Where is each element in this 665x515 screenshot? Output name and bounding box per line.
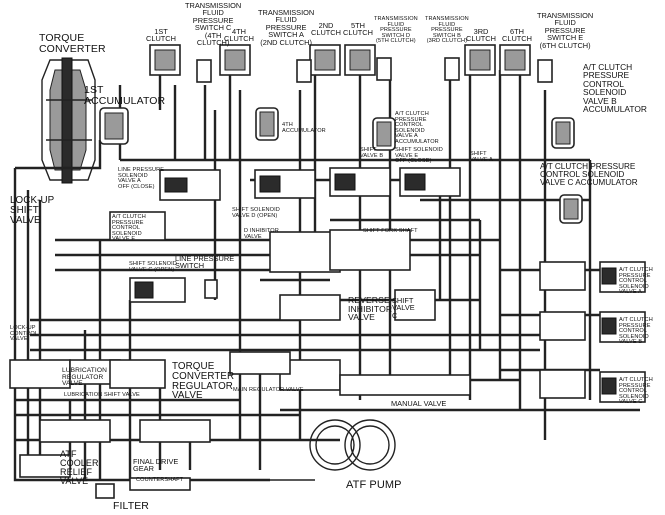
- label-shift-fork-shaft: SHIFT FORK SHAFT: [363, 228, 418, 234]
- label-tfp-switch-e: TRANSMISSION FLUID PRESSURE SWITCH E (6T…: [537, 11, 594, 50]
- label-at-clutch-pcs-ctrl-a: A/T CLUTCH PRESSURE CONTROL SOLENOID VAL…: [619, 267, 653, 296]
- label-1st-accumulator: 1ST ACCUMULATOR: [84, 84, 166, 107]
- label-reverse-inhibitor: REVERSE INHIBITOR VALVE: [348, 295, 393, 323]
- label-tfp-switch-c: TRANSMISSION FLUID PRESSURE SWITCH C (4T…: [185, 1, 242, 48]
- label-atf-pump: ATF PUMP: [346, 479, 402, 491]
- label-shift-sol-d-open: SHIFT SOLENOID VALVE D (OPEN): [232, 207, 280, 219]
- label-shift-solenoid-off-close: SHIFT SOLENOID VALVE E OFF (CLOSE): [395, 147, 443, 165]
- label-at-clutch-pcs-e: A/T CLUTCH PRESSURE CONTROL SOLENOID VAL…: [112, 214, 146, 243]
- label-1st-clutch: 1ST CLUTCH: [146, 27, 176, 44]
- label-torque-converter: TORQUE CONVERTER: [39, 32, 106, 55]
- label-3rd-clutch: 3RD CLUTCH: [466, 27, 496, 44]
- label-at-clutch-pcs-ctrl-c: A/T CLUTCH PRESSURE CONTROL SOLENOID VAL…: [619, 377, 653, 406]
- label-lock-up-shift-valve: LOCK-UP SHIFT VALVE: [10, 195, 55, 226]
- label-atf-cooler-relief: ATF COOLER RELIEF VALVE: [60, 449, 99, 486]
- label-tfp-switch-b: TRANSMISSION FLUID PRESSURE SWITCH B (3R…: [425, 16, 469, 45]
- label-tfp-switch-a: TRANSMISSION FLUID PRESSURE SWITCH A (2N…: [258, 8, 315, 47]
- label-line-pressure-switch: LINE PRESSURE SWITCH: [175, 254, 235, 271]
- label-countershaft: COUNTERSHAFT: [136, 477, 184, 483]
- label-6th-clutch: 6TH CLUTCH: [502, 27, 532, 44]
- pressure-switches: [196, 57, 553, 299]
- label-shift-valve-c: SHIFT VALVE C: [392, 296, 415, 320]
- label-at-clutch-pcs-c-acc: A/T CLUTCH PRESSURE CONTROL SOLENOID VAL…: [540, 162, 638, 188]
- label-at-clutch-pcs-b-acc: A/T CLUTCH PRESSURE CONTROL SOLENOID VAL…: [583, 62, 647, 115]
- label-inhibitor-valve: D INHIBITOR VALVE: [244, 228, 279, 240]
- label-filter: FILTER: [113, 500, 149, 512]
- label-line-pressure-solenoid: LINE PRESSURE SOLENOID VALVE A OFF (CLOS…: [118, 167, 165, 190]
- label-5th-clutch: 5TH CLUTCH: [343, 21, 373, 38]
- label-shift-sol-c-open: SHIFT SOLENOID VALVE C (OPEN): [129, 261, 177, 273]
- label-4th-accumulator: 4TH ACCUMULATOR: [282, 122, 326, 134]
- clutch-packs: [149, 44, 531, 76]
- label-2nd-clutch: 2ND CLUTCH: [311, 21, 341, 38]
- label-4th-clutch: 4TH CLUTCH: [224, 27, 254, 44]
- atf-pump-drawing: [309, 419, 396, 471]
- accumulators: [99, 107, 583, 224]
- label-shift-valve-b: SHIFT VALVE B: [360, 147, 384, 159]
- label-main-regulator: MAIN REGULATOR VALVE: [233, 387, 304, 393]
- label-final-drive-gear: FINAL DRIVE GEAR: [133, 457, 179, 474]
- label-manual-valve: MANUAL VALVE: [391, 399, 447, 408]
- torque-converter-drawing: [41, 57, 96, 184]
- label-torque-converter-regulator: TORQUE CONVERTER REGULATOR VALVE: [172, 361, 235, 402]
- label-at-clutch-pcs-ctrl-b: A/T CLUTCH PRESSURE CONTROL SOLENOID VAL…: [619, 317, 653, 346]
- label-shift-valve-a: SHIFT VALVE A: [470, 151, 493, 163]
- label-lockup-control: LOCK-UP CONTROL VALVE: [10, 325, 39, 343]
- valve-bodies: [9, 167, 646, 499]
- label-tfp-switch-d: TRANSMISSION FLUID PRESSURE SWITCH D (5T…: [374, 16, 418, 45]
- label-lubrication-regulator: LUBRICATION REGULATOR VALVE: [62, 367, 107, 388]
- label-lubrication-shift-valve: LUBRICATION SHIFT VALVE: [64, 392, 140, 398]
- label-at-clutch-pcs-a-acc: A/T CLUTCH PRESSURE CONTROL SOLENOID VAL…: [395, 111, 439, 145]
